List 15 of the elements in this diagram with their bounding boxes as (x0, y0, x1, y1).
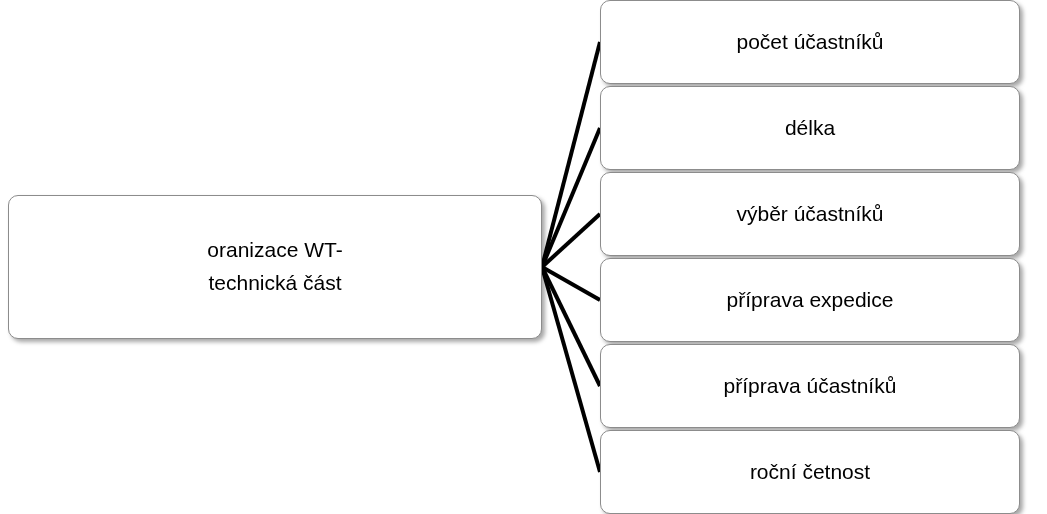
subtopic-box (600, 0, 1020, 84)
connector-line (541, 265, 601, 302)
subtopic-box (600, 430, 1020, 514)
node-label: oranizace WT- technická část (206, 237, 344, 296)
node-label: příprava účastníků (723, 372, 897, 399)
subtopic-box (600, 86, 1020, 170)
subtopic-box (600, 172, 1020, 256)
topic-box (8, 195, 542, 339)
node-label: roční četnost (749, 458, 871, 485)
node-label: délka (784, 114, 836, 141)
node-label: počet účastníků (736, 28, 884, 55)
node-label: příprava expedice (726, 286, 894, 313)
subtopic-box (600, 258, 1020, 342)
node-label: výběr účastníků (736, 200, 884, 227)
subtopic-box (600, 344, 1020, 428)
